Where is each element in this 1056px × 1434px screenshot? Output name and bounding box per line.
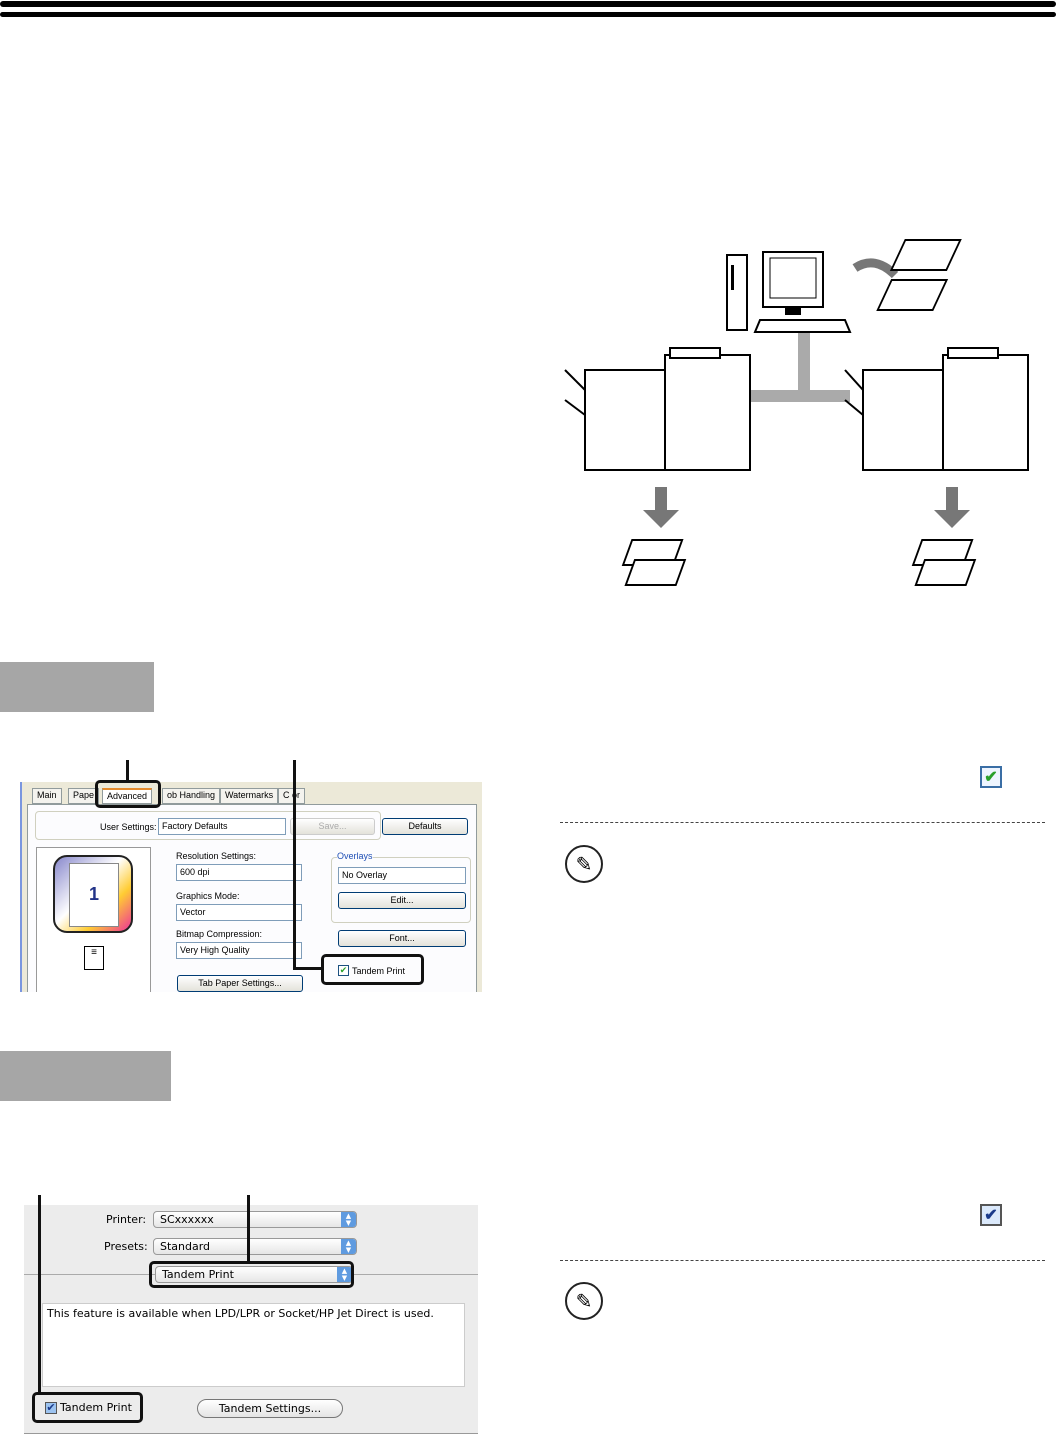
document-stack-icon (876, 239, 962, 311)
advanced-tab-callout (95, 780, 161, 808)
printer-value: SCxxxxxx (160, 1213, 214, 1226)
step-1-header (0, 662, 154, 712)
printer-left-icon (564, 347, 751, 471)
resolution-label: Resolution Settings: (176, 851, 257, 861)
tandem-print-checkbox[interactable]: ✔ Tandem Print (45, 1401, 132, 1414)
panel-popup-callout (149, 1261, 354, 1288)
preview-pane: 1 ≡ (36, 847, 151, 992)
bitmap-compression-label: Bitmap Compression: (176, 929, 263, 939)
header-rule-top (0, 1, 1056, 7)
note-pencil-icon: ✎ (565, 1282, 603, 1320)
checkbox-checked-icon: ✔ (980, 766, 1002, 788)
tandem-settings-button[interactable]: Tandem Settings... (197, 1399, 343, 1418)
tandem-print-label: Tandem Print (352, 965, 406, 976)
printer-right-icon (844, 347, 1029, 471)
graphics-mode-select[interactable]: Vector (176, 904, 302, 921)
tab-main[interactable]: Main (32, 788, 62, 804)
tab-paper[interactable]: Pape (68, 788, 100, 804)
printer-label: Printer: (106, 1213, 147, 1226)
callout-line (38, 1195, 41, 1393)
page-number: 1 (69, 863, 119, 927)
user-settings-select[interactable]: Factory Defaults (158, 818, 286, 835)
panel-value: Tandem Print (162, 1268, 234, 1281)
callout-line (293, 967, 323, 970)
pc-tower-icon (726, 254, 748, 331)
overlays-label: Overlays (337, 851, 373, 861)
network-lines-icon (750, 330, 850, 402)
overlays-group (331, 857, 471, 923)
page-preview-icon: 1 (53, 855, 133, 933)
presets-value: Standard (160, 1240, 211, 1253)
bitmap-compression-select[interactable]: Very High Quality (176, 942, 302, 959)
note-divider (560, 822, 1045, 823)
edit-button[interactable]: Edit... (338, 892, 466, 909)
callout-line (247, 1195, 250, 1262)
note-pencil-icon: ✎ (565, 845, 603, 883)
resolution-select[interactable]: 600 dpi (176, 864, 302, 881)
user-settings-label: User Settings: (100, 822, 157, 832)
overlay-select[interactable]: No Overlay (338, 867, 466, 884)
checkbox-checked-icon: ✔ (980, 1204, 1002, 1226)
checkbox-icon: ✔ (338, 965, 349, 976)
step-2-header (0, 1051, 171, 1101)
popup-arrows-icon: ▲▼ (341, 1239, 356, 1254)
tab-paper-settings-button[interactable]: Tab Paper Settings... (177, 975, 303, 992)
tab-panel: User Settings: Factory Defaults Save... … (27, 804, 477, 992)
presets-label: Presets: (104, 1240, 148, 1253)
callout-line (126, 760, 129, 782)
tandem-print-checkbox[interactable]: ✔ Tandem Print (338, 965, 405, 976)
popup-arrows-icon: ▲▼ (341, 1212, 356, 1227)
font-button[interactable]: Font... (338, 930, 466, 947)
graphics-mode-label: Graphics Mode: (176, 891, 240, 901)
header-rule-bottom (0, 12, 1056, 17)
tab-advanced[interactable]: Advanced (102, 788, 153, 804)
tandem-checkbox-callout (321, 954, 424, 985)
panel-popup[interactable]: Tandem Print ▲▼ (155, 1266, 353, 1283)
tandem-print-label: Tandem Print (60, 1401, 132, 1414)
tab-job-handling[interactable]: ob Handling (162, 788, 221, 804)
presets-popup[interactable]: Standard ▲▼ (153, 1238, 357, 1255)
printer-popup[interactable]: SCxxxxxx ▲▼ (153, 1211, 357, 1228)
tandem-checkbox-callout (32, 1392, 143, 1423)
tandem-print-diagram (564, 239, 1029, 586)
output-stack-right-icon (911, 539, 977, 586)
output-arrow-right-icon (934, 487, 970, 528)
callout-line (293, 760, 296, 970)
send-arrow-icon (852, 258, 899, 279)
save-button[interactable]: Save... (290, 818, 375, 835)
popup-arrows-icon: ▲▼ (337, 1267, 352, 1282)
mac-print-dialog: Printer: SCxxxxxx▲▼ Presets: Standard▲▼ … (24, 1205, 478, 1434)
checkbox-icon: ✔ (45, 1400, 57, 1414)
output-arrow-left-icon (643, 487, 679, 528)
windows-printer-properties-dialog: Main Pape Advanced ob Handling Watermark… (20, 782, 482, 992)
tab-color[interactable]: C or (278, 788, 306, 804)
defaults-button[interactable]: Defaults (382, 818, 468, 835)
monitor-icon (753, 251, 852, 333)
tab-watermarks[interactable]: Watermarks (220, 788, 279, 804)
document-icon: ≡ (84, 946, 104, 970)
output-stack-left-icon (621, 539, 687, 586)
note-divider (560, 1260, 1045, 1261)
description-box: This feature is available when LPD/LPR o… (42, 1303, 465, 1387)
